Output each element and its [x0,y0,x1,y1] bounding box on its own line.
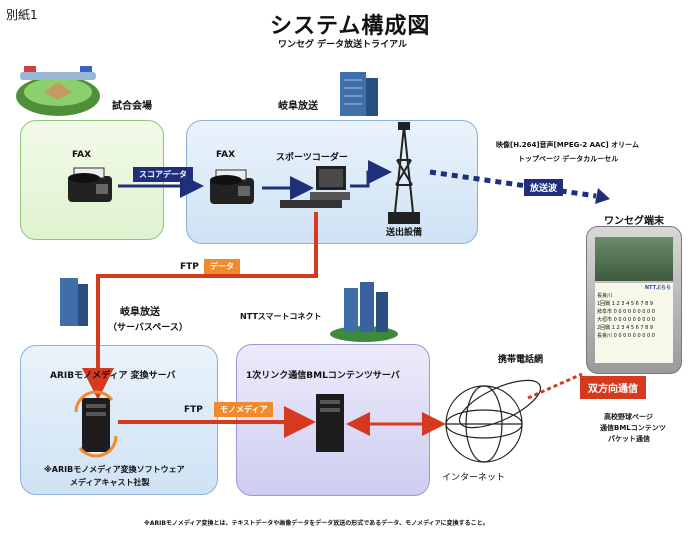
ntt-label: NTTスマートコネクト [240,312,322,321]
arib-vendor-note: メディアキャスト社製 [70,478,150,487]
screen-row: 大垣市 0 0 0 0 0 0 0 0 0 [597,317,655,323]
server-site-label: 岐阜放送 [120,307,160,318]
bml-server-title: 1次リンク通信BMLコンテンツサーバ [246,371,400,381]
broadcaster-label: 岐阜放送 [278,101,318,112]
bidirectional-line-2: 通信BMLコンテンツ [600,424,666,432]
transmitter-label: 送出設備 [386,228,423,238]
bidirectional-line-1: 高校野球ページ [604,413,653,421]
internet-label: インターネット [442,473,506,483]
screen-row: 長良川 [597,293,613,299]
broadcast-carousel-text: トップページ データカルーセル [518,155,619,163]
screen-row: 2回戦 1 2 3 4 5 6 7 8 9 [597,325,654,331]
broadcast-format-text: 映像[H.264]音声[MPEG-2 AAC] オリーム [496,141,639,149]
sports-coder-label: スポーツコーダー [276,153,348,163]
data-tag: データ [204,259,240,274]
server-site-sublabel: （サーバスペース） [108,323,188,333]
broadcast-wave-tag: 放送波 [524,179,564,196]
arib-software-note: ※ARIBモノメディア変換ソフトウェア [44,465,185,474]
score-data-tag: スコアデータ [133,167,193,182]
annex-label: 別紙1 [6,8,38,22]
venue-fax-label: FAX [72,150,92,160]
ftp-data-label: FTP [180,262,199,272]
screen-badge: NTTぷらら [644,285,671,291]
arib-server-title: ARIBモノメディア 変換サーバ [50,371,176,381]
bidirectional-tag: 双方向通信 [580,376,646,399]
bidirectional-line-3: パケット通信 [608,435,650,443]
monomedia-tag: モノメディア [214,402,274,417]
terminal-video [595,237,673,281]
terminal-data-screen: NTTぷらら 長良川 1回戦 1 2 3 4 5 6 7 8 9 岐阜市 0 0… [595,283,673,363]
page-title: システム構成図 [270,14,431,39]
venue-label: 試合会場 [112,101,152,112]
mobile-network-label: 携帯電話網 [498,355,544,365]
terminal-label: ワンセグ端末 [604,216,664,227]
ftp-mono-label: FTP [184,405,203,415]
screen-row: 1回戦 1 2 3 4 5 6 7 8 9 [597,301,654,307]
page-subtitle: ワンセグ データ放送トライアル [278,40,408,50]
screen-row: 岐阜市 0 0 0 0 0 0 0 0 0 [597,309,655,315]
broadcaster-fax-label: FAX [216,150,236,160]
mobile-terminal: NTTぷらら 長良川 1回戦 1 2 3 4 5 6 7 8 9 岐阜市 0 0… [586,226,682,374]
screen-row: 長良川 0 0 0 0 0 0 0 0 0 [597,333,655,339]
footnote: ※ARIBモノメディア変換とは、テキストデータや画像データをデータ放送の形式であ… [144,520,489,527]
